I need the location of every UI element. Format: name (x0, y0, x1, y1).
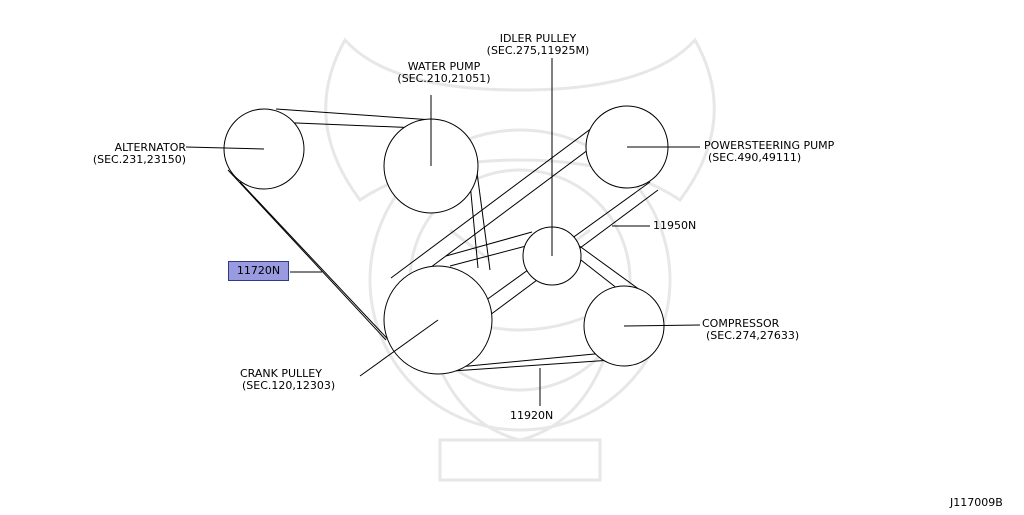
powersteering-pump-name: POWERSTEERING PUMP (704, 139, 835, 152)
powersteering-pump-section: (SEC.490,49111) (708, 151, 802, 164)
idler-pulley-name: IDLER PULLEY (499, 32, 577, 45)
belt-11950n-callout[interactable]: 11950N (653, 219, 697, 232)
alternator-section: (SEC.231,23150) (92, 153, 186, 166)
idler-pulley-wheel (522, 58, 582, 286)
powersteering-pump-pulley (585, 105, 700, 189)
crank-pulley-wheel (359, 265, 493, 377)
part-leader-lines (290, 225, 650, 406)
compressor-name: COMPRESSOR (702, 317, 780, 330)
water-pump-name: WATER PUMP (407, 60, 481, 73)
belt-11920n-callout[interactable]: 11920N (510, 409, 554, 422)
idler-pulley-section: (SEC.275,11925M) (486, 44, 590, 57)
alternator-name: ALTERNATOR (114, 141, 186, 154)
idler-pulley-label: IDLER PULLEY (SEC.275,11925M) (468, 33, 608, 57)
crank-pulley-label: CRANK PULLEY (SEC.120,12303) (240, 368, 335, 392)
compressor-pulley (583, 285, 701, 367)
figure-code: J117009B (950, 496, 1003, 509)
alternator-pulley (185, 108, 305, 190)
water-pump-section: (SEC.210,21051) (397, 72, 491, 85)
compressor-label: COMPRESSOR (SEC.274,27633) (702, 318, 799, 342)
powersteering-pump-label: POWERSTEERING PUMP (SEC.490,49111) (704, 140, 834, 164)
compressor-section: (SEC.274,27633) (706, 329, 800, 342)
crank-pulley-name: CRANK PULLEY (240, 367, 322, 380)
water-pump-pulley (383, 95, 479, 214)
crank-pulley-section: (SEC.120,12303) (242, 379, 336, 392)
alternator-label: ALTERNATOR (SEC.231,23150) (93, 142, 186, 166)
belt-11720n-callout[interactable]: 11720N (228, 261, 289, 281)
water-pump-label: WATER PUMP (SEC.210,21051) (378, 61, 510, 85)
